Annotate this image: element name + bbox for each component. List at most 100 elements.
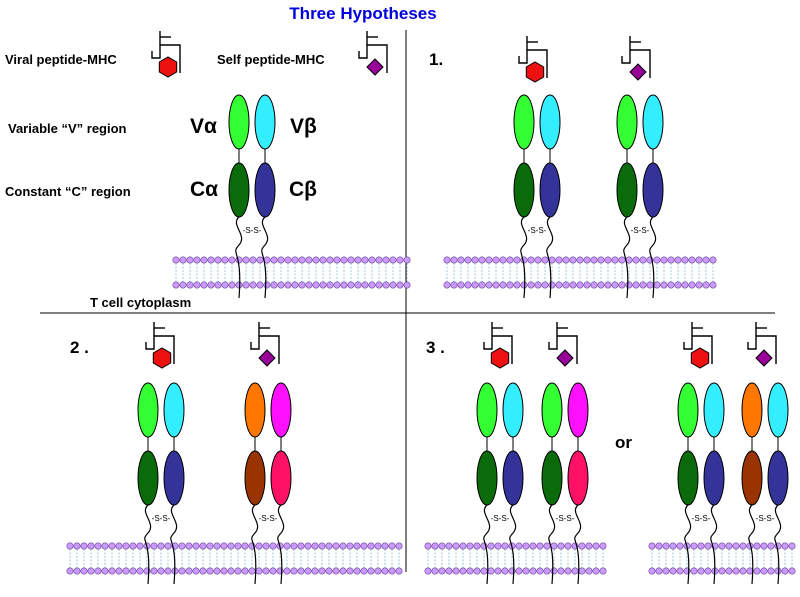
lipid-head bbox=[312, 281, 320, 289]
v-domain-alpha bbox=[741, 382, 763, 438]
lipid-head bbox=[221, 256, 229, 264]
lipid-head bbox=[381, 567, 389, 575]
lipid-head bbox=[66, 567, 74, 575]
lipid-head bbox=[353, 567, 361, 575]
v-domain-beta bbox=[270, 382, 292, 438]
lipid-head bbox=[255, 542, 263, 550]
lipid-head bbox=[662, 542, 670, 550]
v-domain-beta bbox=[567, 382, 589, 438]
lipid-head bbox=[767, 567, 775, 575]
lipid-head bbox=[353, 542, 361, 550]
lipid-head bbox=[305, 256, 313, 264]
lipid-head bbox=[473, 542, 481, 550]
disulfide-bond-label: -S-S- bbox=[631, 226, 650, 235]
lipid-head bbox=[646, 281, 654, 289]
lipid-head bbox=[585, 542, 593, 550]
lipid-head bbox=[277, 281, 285, 289]
lipid-head bbox=[290, 542, 298, 550]
lipid-head bbox=[485, 281, 493, 289]
panel-3-tcr-3: -S-S- bbox=[677, 382, 725, 585]
lipid-head bbox=[501, 542, 509, 550]
lipid-head bbox=[485, 256, 493, 264]
lipid-head bbox=[536, 542, 544, 550]
lipid-head bbox=[340, 256, 348, 264]
lipid-head bbox=[653, 281, 661, 289]
lipid-head bbox=[179, 281, 187, 289]
lipid-head bbox=[702, 281, 710, 289]
self-peptide-diamond bbox=[556, 349, 574, 367]
lipid-head bbox=[527, 256, 535, 264]
lipid-head bbox=[290, 567, 298, 575]
lipid-head bbox=[431, 567, 439, 575]
lipid-head bbox=[452, 542, 460, 550]
lipid-head bbox=[164, 542, 172, 550]
lipid-head bbox=[270, 281, 278, 289]
panel-3-tcr-1: -S-S- bbox=[476, 382, 524, 585]
lipid-head bbox=[583, 281, 591, 289]
lipid-head bbox=[424, 567, 432, 575]
lipid-head bbox=[403, 256, 411, 264]
lipid-head bbox=[557, 567, 565, 575]
lipid-head bbox=[760, 567, 768, 575]
lipid-head bbox=[520, 281, 528, 289]
lipid-head bbox=[695, 281, 703, 289]
lipid-head bbox=[213, 567, 221, 575]
lipid-head bbox=[569, 281, 577, 289]
lipid-head bbox=[501, 567, 509, 575]
lipid-head bbox=[164, 567, 172, 575]
lipid-head bbox=[207, 256, 215, 264]
alpha-transmembrane-tail bbox=[623, 216, 631, 299]
lipid-head bbox=[346, 542, 354, 550]
lipid-head bbox=[318, 567, 326, 575]
lipid-head bbox=[241, 567, 249, 575]
lipid-head bbox=[66, 542, 74, 550]
lipid-head bbox=[767, 542, 775, 550]
lipid-head bbox=[676, 542, 684, 550]
lipid-head bbox=[555, 281, 563, 289]
lipid-head bbox=[122, 542, 130, 550]
c-domain-beta bbox=[703, 450, 725, 506]
lipid-head bbox=[87, 542, 95, 550]
lipid-head bbox=[263, 281, 271, 289]
lipid-head bbox=[382, 256, 390, 264]
lipid-head bbox=[695, 256, 703, 264]
beta-transmembrane-tail bbox=[649, 216, 657, 299]
lipid-head bbox=[94, 567, 102, 575]
lipid-head bbox=[660, 281, 668, 289]
lipid-head bbox=[781, 542, 789, 550]
lipid-head bbox=[753, 542, 761, 550]
lipid-head bbox=[674, 281, 682, 289]
c-domain-beta bbox=[539, 162, 561, 218]
panel-2-self-mhc-icon bbox=[250, 322, 280, 367]
lipid-head bbox=[788, 567, 796, 575]
lipid-head bbox=[298, 281, 306, 289]
v-domain-alpha bbox=[616, 94, 638, 150]
lipid-head bbox=[136, 542, 144, 550]
lipid-head bbox=[543, 542, 551, 550]
lipid-head bbox=[639, 281, 647, 289]
lipid-head bbox=[374, 542, 382, 550]
lipid-head bbox=[655, 542, 663, 550]
lipid-head bbox=[732, 542, 740, 550]
lipid-head bbox=[227, 567, 235, 575]
lipid-head bbox=[548, 281, 556, 289]
lipid-head bbox=[576, 281, 584, 289]
lipid-head bbox=[375, 256, 383, 264]
lipid-head bbox=[214, 281, 222, 289]
lipid-head bbox=[312, 256, 320, 264]
legend-tcr: -S-S- bbox=[228, 94, 276, 299]
lipid-head bbox=[297, 542, 305, 550]
v-domain-beta bbox=[642, 94, 664, 150]
panel-3-self-mhc-icon-b bbox=[747, 322, 777, 367]
lipid-head bbox=[557, 542, 565, 550]
panel-3-number: 3 . bbox=[426, 338, 445, 357]
v-domain-beta bbox=[502, 382, 524, 438]
disulfide-bond-label: -S-S- bbox=[556, 514, 575, 523]
lipid-head bbox=[234, 567, 242, 575]
lipid-head bbox=[150, 542, 158, 550]
v-domain-beta bbox=[539, 94, 561, 150]
lipid-head bbox=[597, 256, 605, 264]
lipid-head bbox=[332, 542, 340, 550]
alpha-transmembrane-tail bbox=[748, 504, 756, 585]
disulfide-bond-label: -S-S- bbox=[692, 514, 711, 523]
